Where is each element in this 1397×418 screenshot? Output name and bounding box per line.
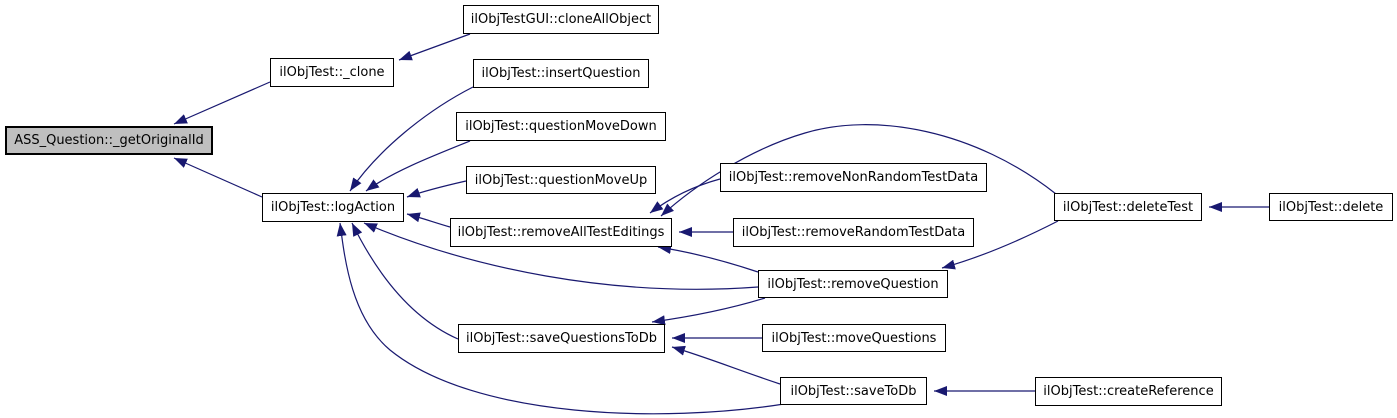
node-label: ilObjTestGUI::cloneAllObject — [470, 12, 652, 27]
node-delete-test[interactable]: ilObjTest::deleteTest — [1054, 193, 1202, 221]
edge-remove-question-to-log-action — [363, 222, 759, 290]
node-delete[interactable]: ilObjTest::delete — [1269, 193, 1393, 221]
node-label: ilObjTest::delete — [1278, 199, 1384, 215]
edge-remove-non-random-test-data-to-remove-all-test-editings — [649, 178, 721, 214]
edge-question-move-down-to-log-action — [365, 140, 471, 192]
edge-log-action-to-get-original-id — [173, 157, 263, 198]
node-remove-non-random-test-data[interactable]: ilObjTest::removeNonRandomTestData — [720, 163, 987, 192]
edge-question-move-up-to-log-action — [406, 180, 467, 198]
node-question-move-up[interactable]: ilObjTest::questionMoveUp — [466, 166, 656, 194]
node-insert-question[interactable]: ilObjTest::insertQuestion — [473, 59, 649, 88]
edge-save-questions-to-db-to-log-action — [351, 222, 459, 340]
node-clone[interactable]: ilObjTest::_clone — [270, 58, 394, 87]
node-get-original-id: ASS_Question::_getOriginalId — [5, 126, 213, 155]
edge-delete-test-to-remove-all-test-editings — [660, 124, 1057, 217]
node-create-reference[interactable]: ilObjTest::createReference — [1035, 377, 1222, 406]
node-label: ilObjTest::_clone — [279, 65, 385, 80]
node-label: ilObjTest::removeRandomTestData — [741, 225, 966, 240]
node-label: ilObjTest::removeNonRandomTestData — [728, 170, 979, 185]
node-label: ilObjTest::questionMoveDown — [465, 119, 657, 134]
node-label: ilObjTest::questionMoveUp — [474, 172, 648, 188]
edge-clone-to-get-original-id — [173, 81, 271, 125]
edge-delete-test-to-remove-question — [941, 220, 1059, 270]
node-remove-random-test-data[interactable]: ilObjTest::removeRandomTestData — [733, 218, 974, 247]
node-save-to-db[interactable]: ilObjTest::saveToDb — [780, 377, 927, 405]
node-label: ilObjTest::saveToDb — [790, 383, 917, 399]
node-label: ilObjTest::removeAllTestEditings — [457, 225, 665, 240]
node-label: ilObjTest::saveQuestionsToDb — [466, 331, 657, 346]
node-label: ilObjTest::removeQuestion — [767, 276, 939, 292]
node-question-move-down[interactable]: ilObjTest::questionMoveDown — [456, 112, 666, 141]
edge-remove-all-test-editings-to-log-action — [406, 212, 451, 228]
edge-save-to-db-to-save-questions-to-db — [671, 345, 781, 385]
node-clone-all-object[interactable]: ilObjTestGUI::cloneAllObject — [463, 5, 659, 34]
node-remove-all-test-editings[interactable]: ilObjTest::removeAllTestEditings — [450, 218, 672, 247]
edge-clone-all-object-to-clone — [398, 33, 471, 61]
node-log-action[interactable]: ilObjTest::logAction — [262, 193, 404, 222]
node-remove-question[interactable]: ilObjTest::removeQuestion — [758, 270, 948, 298]
edge-remove-question-to-remove-all-test-editings — [657, 244, 759, 273]
node-label: ilObjTest::deleteTest — [1062, 199, 1194, 215]
node-label: ilObjTest::logAction — [270, 200, 396, 215]
node-label: ilObjTest::createReference — [1043, 384, 1214, 399]
node-move-questions[interactable]: ilObjTest::moveQuestions — [762, 324, 946, 352]
edge-remove-question-to-save-questions-to-db — [651, 297, 766, 326]
node-save-questions-to-db[interactable]: ilObjTest::saveQuestionsToDb — [458, 324, 665, 353]
edge-insert-question-to-log-action — [349, 86, 474, 192]
node-label: ASS_Question::_getOriginalId — [14, 133, 204, 148]
edge-save-to-db-to-log-action — [336, 222, 785, 415]
node-label: ilObjTest::insertQuestion — [481, 66, 641, 81]
node-label: ilObjTest::moveQuestions — [771, 330, 937, 346]
